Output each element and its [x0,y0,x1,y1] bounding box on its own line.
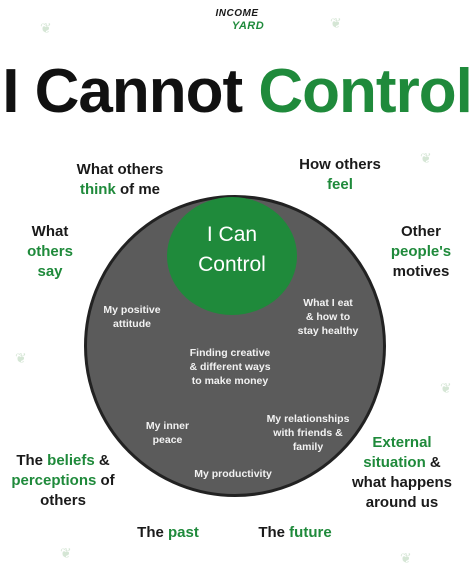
outer-item-others-think: What others think of me [50,160,190,200]
outer-line: How others [299,156,381,173]
outer-item-others-feel: How others feel [280,155,400,195]
outer-item-future: The future [240,523,350,543]
outer-line: motives [392,263,450,280]
outer-line: Other [400,223,441,240]
outer-line: others [40,492,86,509]
outer-highlight: say [37,263,63,280]
center-line-1: I Can [206,223,258,246]
brand-line-1: INCOME [215,8,259,19]
outer-highlight: beliefs [47,452,95,469]
outer-text: The [137,524,168,541]
center-label: I Can Control [167,220,297,280]
leaf-decoration-icon: ❦ [420,150,432,166]
outer-line: around us [365,494,439,511]
outer-text: of [96,472,115,489]
outer-line: think of me [50,180,190,200]
inner-item-inner-peace: My inner peace [130,419,205,447]
center-line-2: Control [198,253,266,276]
inner-line: family [292,441,324,453]
outer-highlight: feel [327,176,353,193]
outer-text: The [258,524,290,541]
inner-line: & how to [305,311,351,323]
outer-text: of me [115,181,161,198]
leaf-decoration-icon: ❦ [400,550,412,566]
inner-item-relationships: My relationships with friends & family [256,412,360,454]
outer-item-others-say: What others say [12,222,88,282]
inner-item-positive-attitude: My positive attitude [92,303,172,331]
inner-line: stay healthy [297,325,359,337]
leaf-decoration-icon: ❦ [40,20,52,36]
inner-line: My positive [103,304,161,316]
inner-line: attitude [113,318,151,330]
outer-line: perceptions of [4,471,122,491]
outer-item-past: The past [118,523,218,543]
leaf-decoration-icon: ❦ [330,15,342,31]
outer-line: situation & [340,453,464,473]
outer-line: what happens [351,474,452,491]
outer-highlight: perceptions [11,472,97,489]
outer-item-others-motives: Other people's motives [376,222,466,282]
brand-logo: INCOME YARD [0,8,474,32]
outer-text: & [94,452,110,469]
inner-item-productivity: My productivity [178,467,288,481]
inner-line: to make money [191,375,269,387]
outer-line: What [31,223,69,240]
inner-line: My productivity [194,468,272,480]
outer-text: The [16,452,48,469]
outer-highlight: situation [363,454,426,471]
inner-line: What I eat [303,297,353,309]
outer-text: & [425,454,441,471]
inner-line: My relationships [266,413,350,425]
outer-highlight: past [168,524,199,541]
outer-highlight: future [289,524,332,541]
outer-highlight: External [372,434,432,451]
outer-item-beliefs: The beliefs & perceptions of others [4,451,122,511]
inner-line: peace [152,434,183,446]
outer-highlight: people's [390,243,452,260]
title-part-2: Control [258,57,472,126]
leaf-decoration-icon: ❦ [60,545,72,561]
inner-line: & different ways [189,361,271,373]
title-part-1: I Cannot [2,57,243,126]
inner-line: Finding creative [189,347,271,359]
leaf-decoration-icon: ❦ [440,380,452,396]
outer-line: What others [76,161,164,178]
inner-line: My inner [145,420,190,432]
brand-line-2: YARD [231,20,265,32]
center-circle [167,197,297,315]
outer-highlight: others [27,243,73,260]
inner-item-finding-creative: Finding creative & different ways to mak… [180,346,280,388]
inner-item-what-i-eat: What I eat & how to stay healthy [288,296,368,338]
leaf-decoration-icon: ❦ [15,350,27,366]
inner-line: with friends & [273,427,343,439]
outer-highlight: think [79,181,116,198]
outer-line: The beliefs & [4,451,122,471]
outer-item-external: External situation & what happens around… [340,433,464,513]
page-title: I Cannot Control [0,56,474,128]
